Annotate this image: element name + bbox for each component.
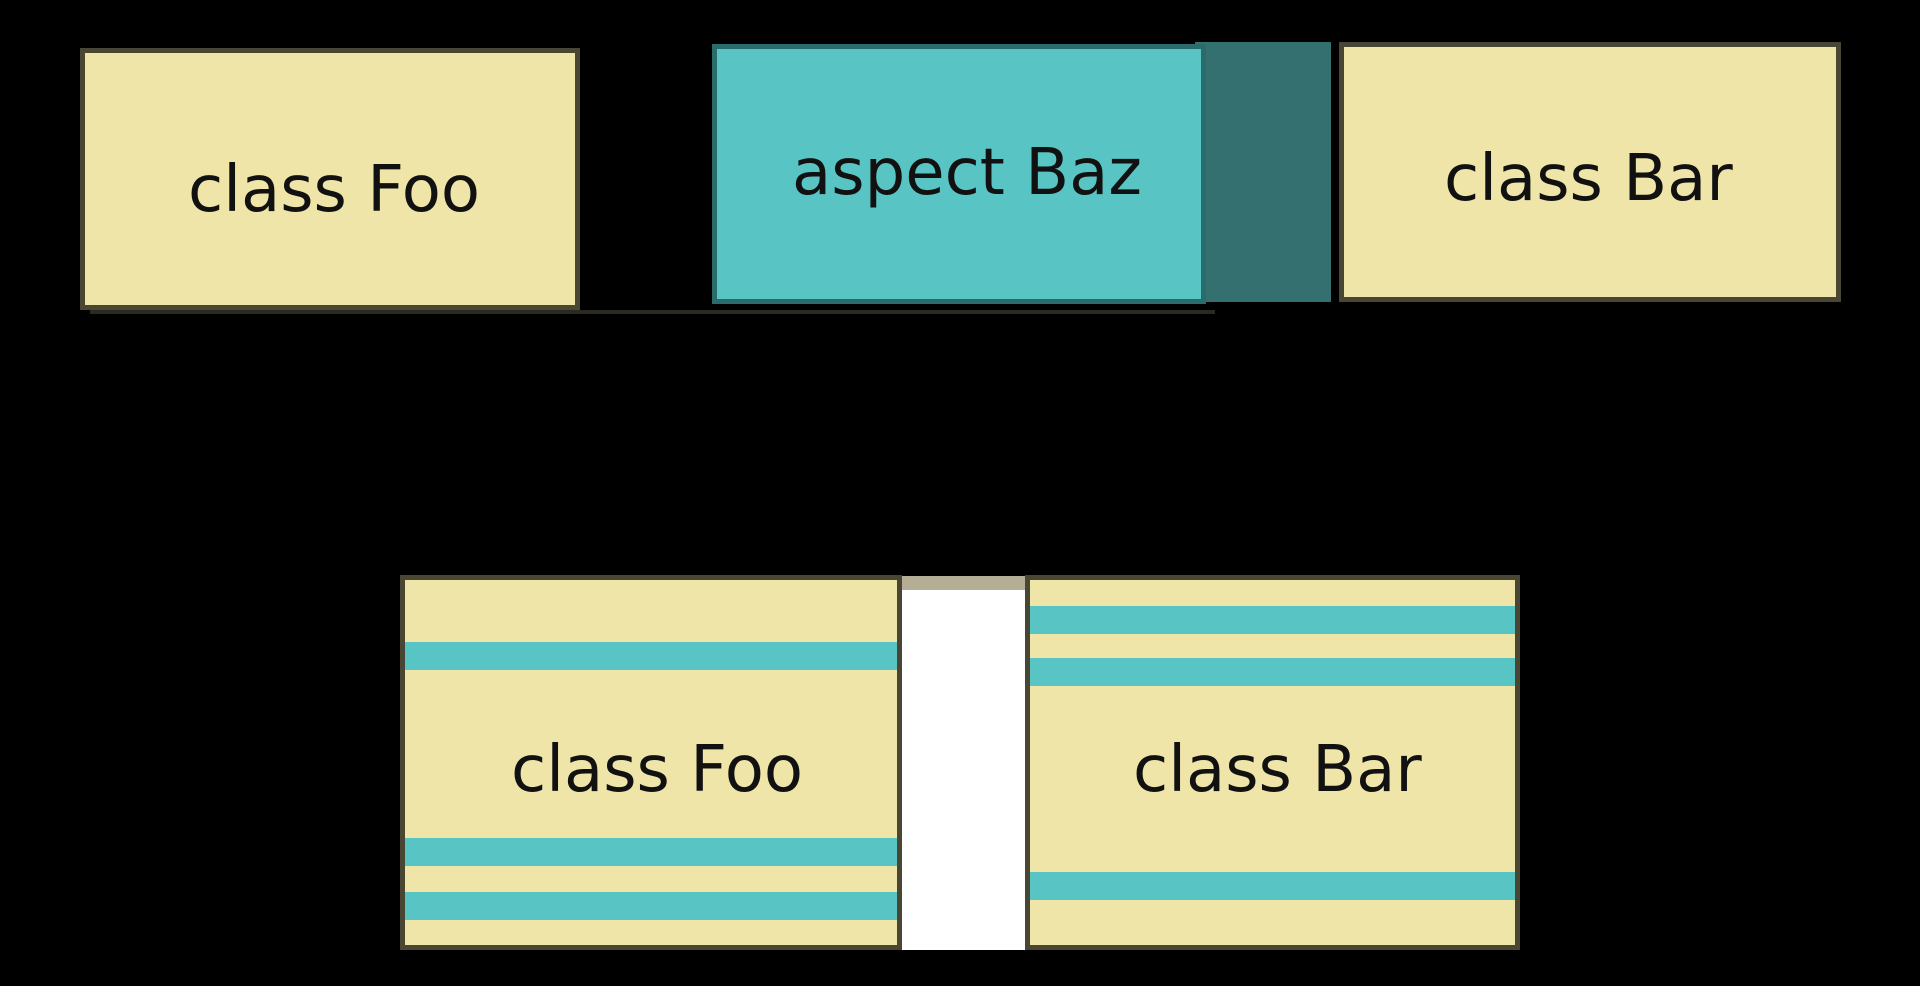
aspect-baz-label: aspect Baz — [792, 136, 1142, 210]
class-foo-label: class Foo — [188, 153, 481, 227]
aspect-stripe — [405, 838, 897, 866]
woven-class-foo-box: class Foo — [400, 575, 902, 950]
aspect-stripe — [405, 892, 897, 920]
class-bar-label: class Bar — [1444, 142, 1733, 216]
join-gap-top — [898, 576, 1028, 590]
aspect-stripe — [1030, 658, 1515, 686]
connector-line — [90, 310, 1215, 314]
aspect-stripe — [1030, 606, 1515, 634]
woven-class-bar-box: class Bar — [1025, 575, 1520, 950]
class-bar-box: class Bar — [1339, 42, 1841, 302]
class-foo-box: class Foo — [80, 48, 580, 310]
aspect-stripe — [405, 642, 897, 670]
join-gap — [898, 590, 1028, 950]
woven-class-foo-label: class Foo — [511, 733, 804, 807]
aspect-stripe — [1030, 872, 1515, 900]
aspect-baz-box: aspect Baz — [712, 44, 1206, 304]
aspect-baz-shadow — [1195, 42, 1331, 302]
woven-class-bar-label: class Bar — [1133, 733, 1422, 807]
